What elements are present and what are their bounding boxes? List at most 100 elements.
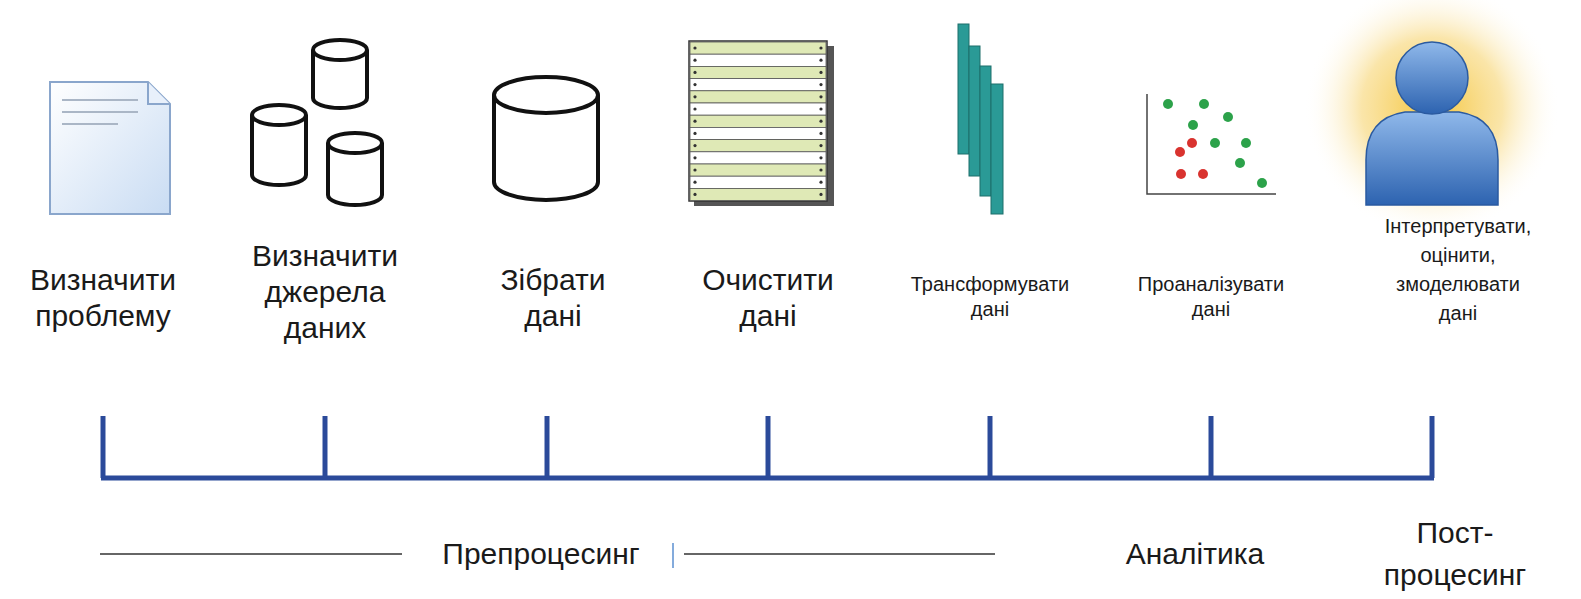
dot xyxy=(1187,138,1197,148)
rack-dot xyxy=(819,193,822,196)
dot xyxy=(1176,169,1186,179)
rack-row xyxy=(690,176,826,188)
rack-dot xyxy=(819,71,822,74)
timeline xyxy=(101,416,1434,478)
rack-dot xyxy=(693,46,696,49)
timeline-tick xyxy=(766,416,771,478)
cylinder-top xyxy=(313,40,367,60)
step-label: Трансформувати дані xyxy=(903,272,1078,322)
rack-row xyxy=(690,188,826,200)
rack-dot xyxy=(693,83,696,86)
rack-row xyxy=(690,54,826,66)
rack-dot xyxy=(819,156,822,159)
red-dots xyxy=(1175,138,1208,179)
timeline-tick xyxy=(1430,416,1435,478)
dot xyxy=(1199,99,1209,109)
person-icon xyxy=(1304,0,1560,236)
rack-row xyxy=(690,152,826,164)
dot xyxy=(1163,99,1173,109)
rack-dot xyxy=(819,120,822,123)
rack-dot xyxy=(819,132,822,135)
rack-dot xyxy=(693,107,696,110)
dot xyxy=(1188,120,1198,130)
document-icon xyxy=(50,82,170,214)
rack-dot xyxy=(819,107,822,110)
page-line xyxy=(62,123,118,125)
bracket-line xyxy=(100,553,402,555)
person-body xyxy=(1366,112,1498,205)
phase-label: Пост- процесинг xyxy=(1380,512,1530,596)
teal-bar xyxy=(958,24,969,154)
rack-dot xyxy=(819,144,822,147)
dot xyxy=(1235,158,1245,168)
timeline-tick xyxy=(545,416,550,478)
phase-label: Препроцесинг xyxy=(426,536,656,572)
scatter-icon xyxy=(1147,94,1276,194)
rack-row xyxy=(690,115,826,127)
dot xyxy=(1241,138,1251,148)
rack-row xyxy=(690,91,826,103)
glow xyxy=(1304,0,1560,236)
page-line xyxy=(62,111,138,113)
timeline-tick xyxy=(323,416,328,478)
timeline-tick xyxy=(1209,416,1214,478)
rack-dot xyxy=(819,83,822,86)
rack-dot xyxy=(819,181,822,184)
bracket-line xyxy=(684,553,995,555)
green-dots xyxy=(1163,99,1267,188)
step-label: Інтерпретувати, оцінити, змоделювати дан… xyxy=(1378,212,1538,328)
page-line xyxy=(62,99,138,101)
rack-row xyxy=(690,66,826,78)
step-label: Визначити проблему xyxy=(8,262,198,334)
rack-dot xyxy=(819,168,822,171)
dot xyxy=(1175,147,1185,157)
cylinder-top xyxy=(252,105,306,125)
database-icon xyxy=(494,77,598,200)
step-label: Зібрати дані xyxy=(486,262,621,334)
dot xyxy=(1210,138,1220,148)
rack-row xyxy=(690,140,826,152)
step-label: Очистити дані xyxy=(691,262,846,334)
cursor-mark xyxy=(672,543,674,568)
teal-bar xyxy=(991,84,1003,214)
rack-dot xyxy=(693,71,696,74)
rack-dot xyxy=(693,181,696,184)
rack-row xyxy=(690,79,826,91)
page-fold xyxy=(148,82,170,104)
rack-dot xyxy=(693,59,696,62)
page-outline xyxy=(50,82,170,214)
rack-dot xyxy=(693,193,696,196)
chart-axes xyxy=(1147,94,1276,194)
rack-dot xyxy=(693,95,696,98)
rack-dot xyxy=(693,132,696,135)
person-head xyxy=(1396,42,1468,114)
rack-dot xyxy=(819,59,822,62)
data-sources-icon xyxy=(252,40,382,205)
teal-bar xyxy=(980,66,991,196)
page-lines xyxy=(62,100,138,124)
rack-dot xyxy=(693,120,696,123)
dot xyxy=(1257,178,1267,188)
rack-frame xyxy=(689,41,827,201)
rack-dot xyxy=(693,144,696,147)
rack-dot xyxy=(819,95,822,98)
cylinder-top xyxy=(494,77,598,113)
rack-row xyxy=(690,127,826,139)
step-label: Проаналізувати дані xyxy=(1126,272,1296,322)
rack-dot xyxy=(693,168,696,171)
dot xyxy=(1223,112,1233,122)
rack-row xyxy=(690,164,826,176)
cylinder-top xyxy=(328,133,382,153)
timeline-tick xyxy=(101,416,106,478)
timeline-tick xyxy=(988,416,993,478)
rack-row xyxy=(690,42,826,54)
transform-icon xyxy=(958,24,1003,214)
server-rack-icon xyxy=(689,41,834,206)
rack-dot xyxy=(819,46,822,49)
rack-dot xyxy=(693,156,696,159)
dot xyxy=(1198,169,1208,179)
phase-label: Аналітика xyxy=(1100,536,1290,572)
teal-bar xyxy=(969,46,980,176)
step-label: Визначити джерела даних xyxy=(243,238,408,346)
rack-row xyxy=(690,103,826,115)
